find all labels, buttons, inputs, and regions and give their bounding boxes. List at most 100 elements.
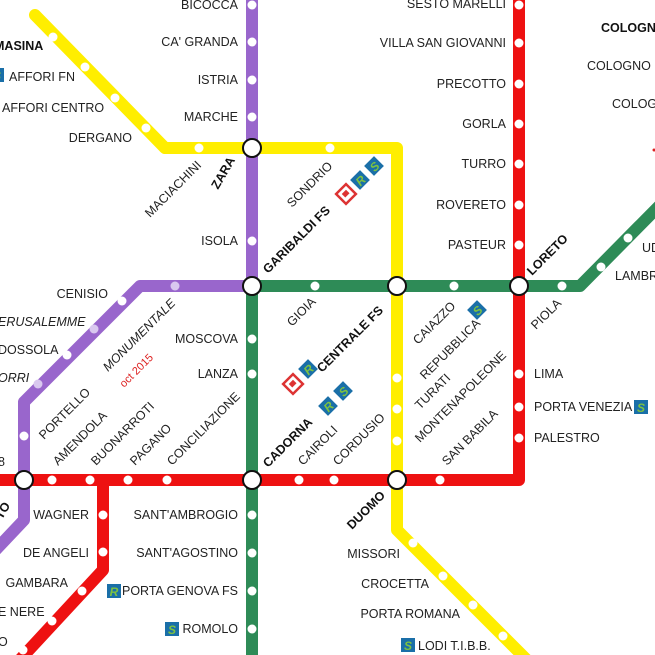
station-label-missori[interactable]: MISSORI <box>347 547 400 561</box>
station-label-porta-venezia[interactable]: PORTA VENEZIA <box>534 400 633 414</box>
station-label-affori-centro[interactable]: AFFORI CENTRO <box>2 101 104 115</box>
station-label-piola[interactable]: PIOLA <box>528 296 564 332</box>
station-dot[interactable] <box>514 38 524 48</box>
station-label-bande-nere[interactable]: E NERE <box>0 605 45 619</box>
interchange-station[interactable] <box>242 470 262 490</box>
interchange-station[interactable] <box>509 276 529 296</box>
station-label-crocetta[interactable]: CROCETTA <box>361 577 429 591</box>
station-label-sesto-marelli[interactable]: SESTO MARELLI <box>407 0 506 11</box>
station-label-cologno-centro[interactable]: COLOGNO C <box>587 59 655 73</box>
station-dot[interactable] <box>47 616 57 626</box>
station-label-cordusio[interactable]: CORDUSIO <box>330 410 388 468</box>
station-dot[interactable] <box>33 379 43 389</box>
station-label-duomo[interactable]: DUOMO <box>344 488 388 532</box>
station-dot[interactable] <box>514 369 524 379</box>
interchange-station[interactable] <box>14 470 34 490</box>
station-dot[interactable] <box>123 475 133 485</box>
station-dot[interactable] <box>596 262 606 272</box>
station-dot[interactable] <box>18 645 28 655</box>
station-label-bicocca[interactable]: BICOCCA <box>181 0 239 12</box>
station-dot[interactable] <box>557 281 567 291</box>
station-dot[interactable] <box>89 324 99 334</box>
station-label-gerusalemme[interactable]: ERUSALEMME <box>0 315 86 329</box>
station-label-maciachini[interactable]: MACIACHINI <box>142 158 204 220</box>
station-dot[interactable] <box>329 475 339 485</box>
station-dot[interactable] <box>294 475 304 485</box>
station-dot[interactable] <box>48 32 58 42</box>
station-label-cologno-sud[interactable]: COLOG <box>612 97 655 111</box>
station-dot[interactable] <box>514 433 524 443</box>
station-label-rovereto[interactable]: ROVERETO <box>436 198 506 212</box>
station-label-wagner[interactable]: WAGNER <box>33 508 89 522</box>
station-label-pasteur[interactable]: PASTEUR <box>448 238 506 252</box>
station-dot[interactable] <box>392 404 402 414</box>
station-dot[interactable] <box>247 510 257 520</box>
station-label-dergano[interactable]: DERGANO <box>69 131 132 145</box>
station-dot[interactable] <box>514 79 524 89</box>
station-dot[interactable] <box>47 475 57 485</box>
station-dot[interactable] <box>449 281 459 291</box>
station-dot[interactable] <box>514 240 524 250</box>
station-dot[interactable] <box>77 586 87 596</box>
station-dot[interactable] <box>80 62 90 72</box>
station-dot[interactable] <box>62 350 72 360</box>
station-label-isola[interactable]: ISOLA <box>201 234 238 248</box>
station-dot[interactable] <box>247 334 257 344</box>
station-label-loreto[interactable]: LORETO <box>524 231 571 278</box>
station-label-udine[interactable]: UD <box>642 241 655 255</box>
station-label-comasina[interactable]: MASINA <box>0 39 43 53</box>
station-dot[interactable] <box>514 119 524 129</box>
station-label-domodossola[interactable]: DOSSOLA <box>0 343 59 357</box>
station-dot[interactable] <box>247 112 257 122</box>
station-dot[interactable] <box>85 475 95 485</box>
interchange-station[interactable] <box>387 470 407 490</box>
station-label-porta-genova[interactable]: PORTA GENOVA FS <box>122 584 238 598</box>
station-dot[interactable] <box>623 233 633 243</box>
station-dot[interactable] <box>247 236 257 246</box>
station-dot[interactable] <box>247 75 257 85</box>
station-label-cenisio[interactable]: CENISIO <box>57 287 109 301</box>
station-dot[interactable] <box>514 0 524 10</box>
station-label-sant-ambrogio[interactable]: SANT'AMBROGIO <box>134 508 239 522</box>
station-label-lima[interactable]: LIMA <box>534 367 564 381</box>
station-dot[interactable] <box>19 431 29 441</box>
station-dot[interactable] <box>325 143 335 153</box>
station-label-garibaldi[interactable]: GARIBALDI FS <box>260 203 333 276</box>
station-label-palestro[interactable]: PALESTRO <box>534 431 600 445</box>
station-label-gambara[interactable]: GAMBARA <box>5 576 68 590</box>
station-label-lambrate[interactable]: LAMBR <box>615 269 655 283</box>
station-dot[interactable] <box>514 159 524 169</box>
station-dot[interactable] <box>117 296 127 306</box>
station-label-centrale[interactable]: CENTRALE FS <box>314 303 386 375</box>
station-dot[interactable] <box>310 281 320 291</box>
station-label-de-angeli[interactable]: DE ANGELI <box>23 546 89 560</box>
station-dot[interactable] <box>170 281 180 291</box>
station-label-ca-granda[interactable]: CA' GRANDA <box>161 35 238 49</box>
station-dot[interactable] <box>408 538 418 548</box>
station-dot[interactable] <box>514 402 524 412</box>
station-dot[interactable] <box>435 475 445 485</box>
station-label-zara[interactable]: ZARA <box>208 154 237 191</box>
station-label-lanza[interactable]: LANZA <box>198 367 239 381</box>
station-dot[interactable] <box>514 200 524 210</box>
station-label-gioia[interactable]: GIOIA <box>284 294 319 329</box>
station-dot[interactable] <box>468 600 478 610</box>
station-dot[interactable] <box>98 547 108 557</box>
station-label-turro[interactable]: TURRO <box>462 157 507 171</box>
station-label-marche[interactable]: MARCHE <box>184 110 238 124</box>
station-label-primaticcio[interactable]: O <box>0 635 8 649</box>
station-dot[interactable] <box>498 631 508 641</box>
interchange-station[interactable] <box>242 138 262 158</box>
station-dot[interactable] <box>247 586 257 596</box>
station-label-affori-fn[interactable]: AFFORI FN <box>9 70 75 84</box>
station-label-lodi[interactable]: LODI T.I.B.B. <box>418 639 491 653</box>
station-label-cologno-nord[interactable]: COLOGN <box>601 21 655 35</box>
station-dot[interactable] <box>247 548 257 558</box>
station-dot[interactable] <box>141 123 151 133</box>
station-label-gorla[interactable]: GORLA <box>462 117 506 131</box>
station-dot[interactable] <box>247 37 257 47</box>
station-dot[interactable] <box>247 624 257 634</box>
station-dot[interactable] <box>110 93 120 103</box>
station-dot[interactable] <box>247 369 257 379</box>
station-label-porta-romana[interactable]: PORTA ROMANA <box>360 607 460 621</box>
